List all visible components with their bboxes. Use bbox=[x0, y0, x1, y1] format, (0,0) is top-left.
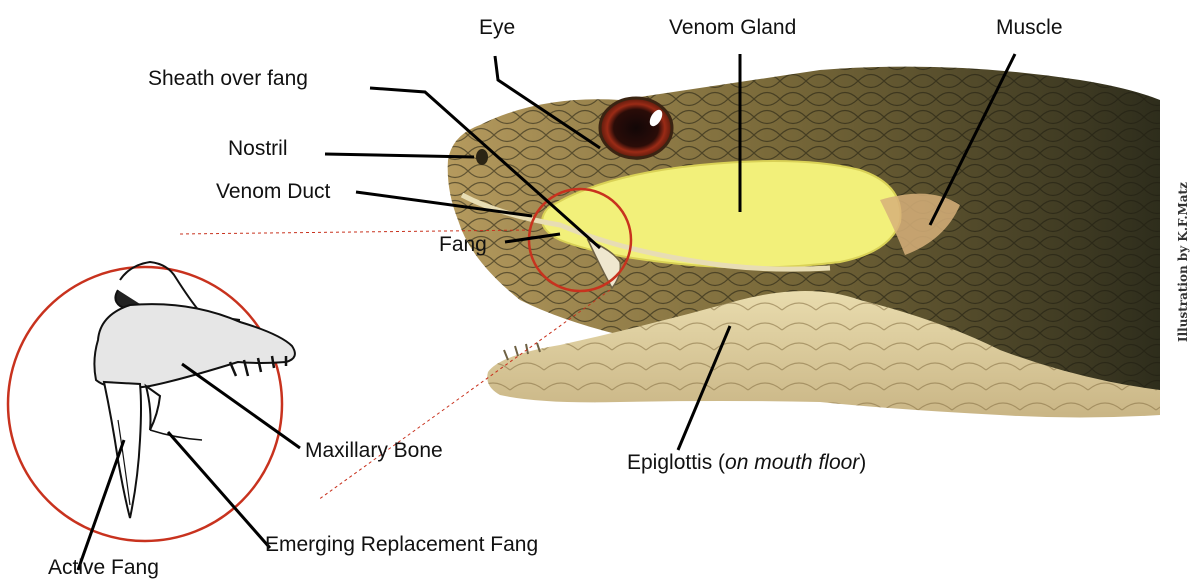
label-sheath-over-fang: Sheath over fang bbox=[148, 68, 308, 89]
label-fang: Fang bbox=[439, 234, 487, 255]
label-epiglottis-text: Epiglottis ( bbox=[627, 451, 725, 474]
label-venom-duct: Venom Duct bbox=[216, 181, 330, 202]
eye-shape bbox=[600, 98, 672, 158]
label-epiglottis-close: ) bbox=[859, 451, 866, 474]
illustration-credit: Illustration by K.F.Matz bbox=[1176, 182, 1190, 342]
label-nostril: Nostril bbox=[228, 138, 288, 159]
label-maxillary-bone: Maxillary Bone bbox=[305, 440, 443, 461]
label-eye: Eye bbox=[479, 17, 515, 38]
label-emerging-replacement-fang: Emerging Replacement Fang bbox=[265, 534, 538, 555]
label-active-fang: Active Fang bbox=[48, 557, 159, 578]
label-venom-gland: Venom Gland bbox=[669, 17, 796, 38]
nostril-shape bbox=[476, 149, 488, 165]
label-epiglottis: Epiglottis (on mouth floor) bbox=[627, 452, 866, 473]
label-muscle: Muscle bbox=[996, 17, 1063, 38]
label-epiglottis-note: on mouth floor bbox=[725, 451, 859, 474]
